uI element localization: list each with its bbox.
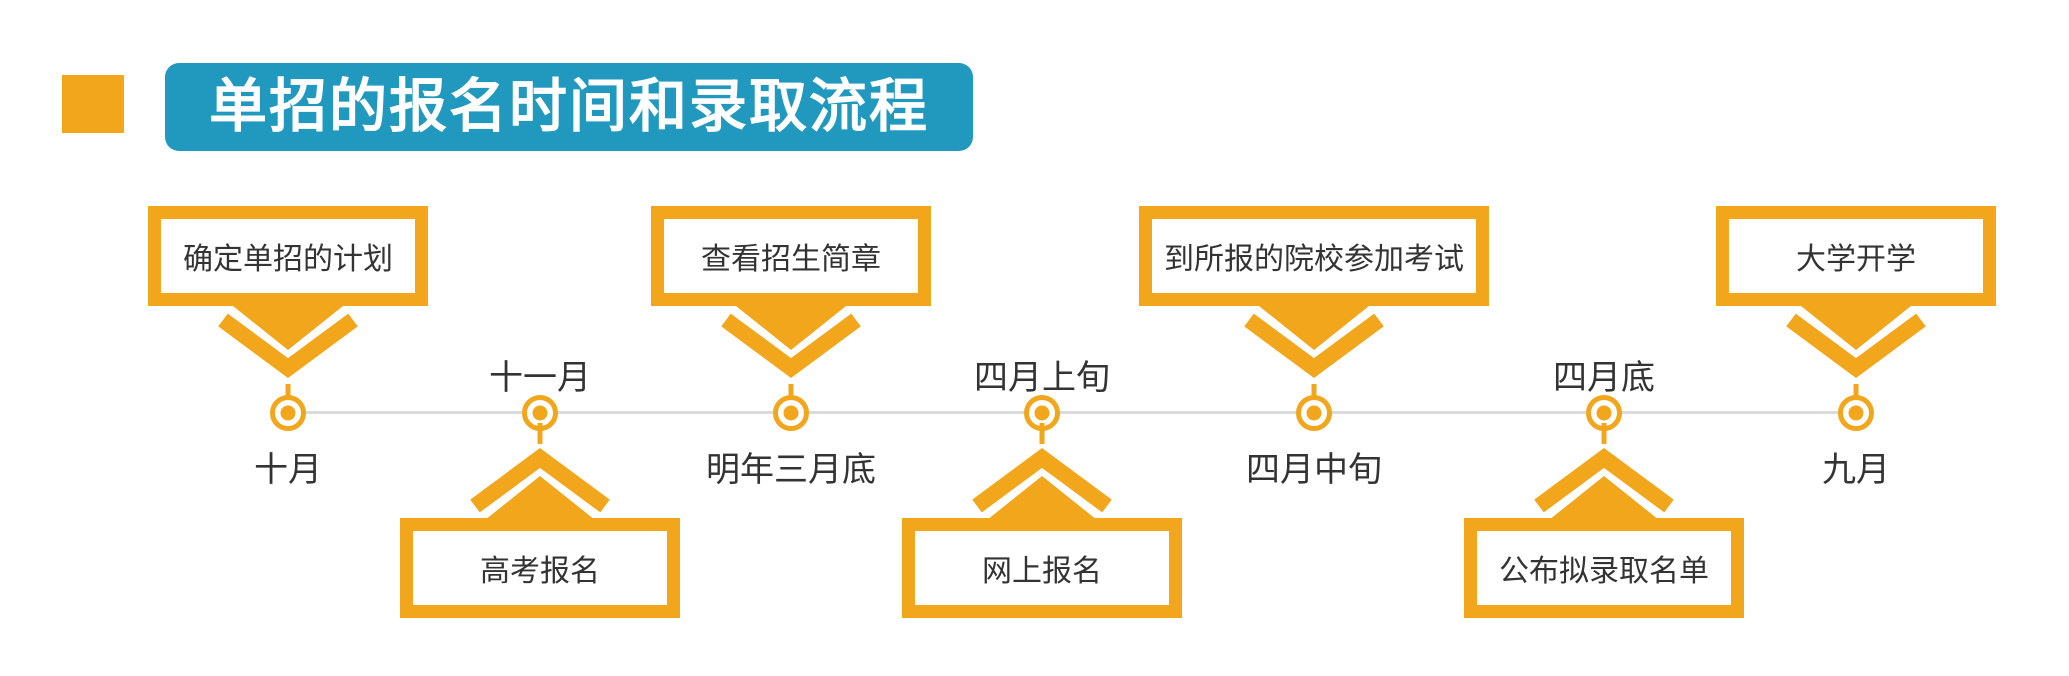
step-label: 高考报名 xyxy=(413,531,667,605)
page-title: 单招的报名时间和录取流程 xyxy=(165,63,974,151)
marker-dot-icon xyxy=(532,405,548,421)
marker-dot-icon xyxy=(1596,405,1612,421)
step-label: 到所报的院校参加考试 xyxy=(1152,219,1476,293)
step-callout: 高考报名 xyxy=(400,518,680,618)
time-label: 四月中旬 xyxy=(1246,451,1382,489)
callout-pointer-up-icon xyxy=(1534,423,1674,520)
step-callout: 查看招生简章 xyxy=(651,206,931,306)
marker-dot-icon xyxy=(1848,405,1864,421)
step-label: 网上报名 xyxy=(915,531,1169,605)
timeline-line xyxy=(288,411,1856,414)
callout-pointer-down-icon xyxy=(1244,306,1384,403)
callout-pointer-up-icon xyxy=(470,423,610,520)
timeline-marker-icon xyxy=(1296,395,1332,431)
time-label: 十一月 xyxy=(489,359,591,397)
step-callout: 确定单招的计划 xyxy=(148,206,428,306)
step-label: 确定单招的计划 xyxy=(161,219,415,293)
step-label: 查看招生简章 xyxy=(664,219,918,293)
marker-dot-icon xyxy=(1034,405,1050,421)
marker-dot-icon xyxy=(1306,405,1322,421)
step-callout: 公布拟录取名单 xyxy=(1464,518,1744,618)
callout-pointer-down-icon xyxy=(1786,306,1926,403)
step-callout: 大学开学 xyxy=(1716,206,1996,306)
time-label: 明年三月底 xyxy=(706,451,876,489)
step-callout: 到所报的院校参加考试 xyxy=(1139,206,1489,306)
timeline-marker-icon xyxy=(1838,395,1874,431)
time-label: 九月 xyxy=(1822,451,1890,489)
marker-dot-icon xyxy=(783,405,799,421)
callout-pointer-up-icon xyxy=(972,423,1112,520)
marker-dot-icon xyxy=(280,405,296,421)
step-label: 公布拟录取名单 xyxy=(1477,531,1731,605)
step-callout: 网上报名 xyxy=(902,518,1182,618)
time-label: 十月 xyxy=(254,451,322,489)
callout-pointer-down-icon xyxy=(218,306,358,403)
time-label: 四月上旬 xyxy=(974,359,1110,397)
callout-pointer-down-icon xyxy=(721,306,861,403)
time-label: 四月底 xyxy=(1553,359,1655,397)
timeline-marker-icon xyxy=(773,395,809,431)
timeline-marker-icon xyxy=(270,395,306,431)
title-accent-square-icon xyxy=(62,75,124,133)
step-label: 大学开学 xyxy=(1729,219,1983,293)
